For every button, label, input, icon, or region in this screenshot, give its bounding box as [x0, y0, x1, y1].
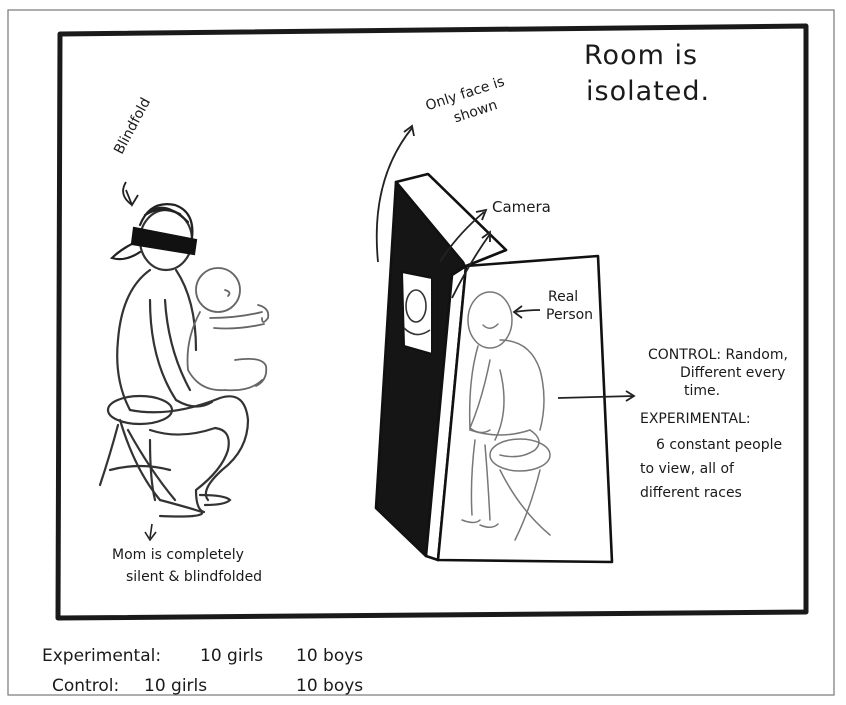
- experimental-line-4: different races: [640, 486, 742, 501]
- experimental-group-label: Experimental:: [42, 648, 161, 666]
- control-girls: 10 girls: [144, 678, 207, 696]
- experimental-line-2: 6 constant people: [656, 438, 782, 453]
- real-label-1: Real: [548, 290, 578, 305]
- control-line-1: CONTROL: Random,: [648, 348, 788, 363]
- control-group-label: Control:: [52, 678, 119, 696]
- real-label-2: Person: [546, 308, 593, 323]
- mom-caption-2: silent & blindfolded: [126, 570, 262, 585]
- experimental-line-1: EXPERIMENTAL:: [640, 412, 751, 427]
- experimental-boys: 10 boys: [296, 648, 363, 666]
- mom-caption-1: Mom is completely: [112, 548, 244, 563]
- experimental-line-3: to view, all of: [640, 462, 734, 477]
- mom-arrow: [145, 524, 156, 540]
- experimental-girls: 10 girls: [200, 648, 263, 666]
- mom-figure: [100, 204, 248, 516]
- baby-figure: [188, 268, 269, 390]
- title-line-2: isolated.: [586, 76, 710, 107]
- control-line-3: time.: [684, 384, 720, 399]
- title-line-1: Room is: [584, 40, 698, 71]
- control-line-2: Different every: [680, 366, 785, 381]
- booth: [376, 174, 612, 562]
- control-boys: 10 boys: [296, 678, 363, 696]
- camera-label: Camera: [492, 200, 551, 216]
